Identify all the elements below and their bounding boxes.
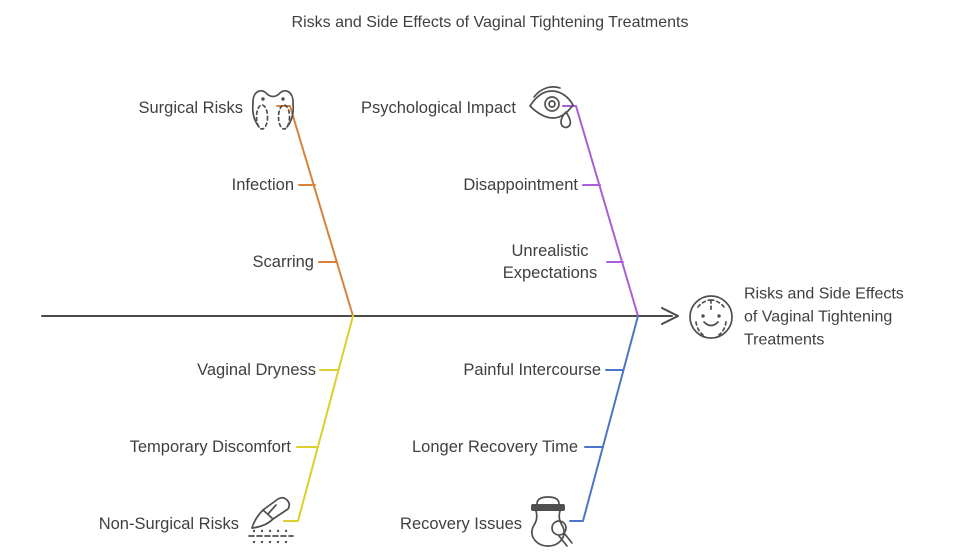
branch-line-non-surgical-risks bbox=[283, 315, 354, 522]
branch-label-recovery-issues: Recovery Issues bbox=[400, 515, 522, 533]
cause-label-scarring: Scarring bbox=[252, 253, 314, 271]
branch-line-recovery-issues bbox=[569, 315, 639, 522]
spine-arrowhead-icon bbox=[661, 307, 679, 325]
cause-label-painful-intercourse: Painful Intercourse bbox=[463, 361, 601, 379]
diagram-title: Risks and Side Effects of Vaginal Tighte… bbox=[291, 14, 689, 31]
head-label: Risks and Side Effects of Vaginal Tighte… bbox=[744, 285, 904, 349]
branch-label-psychological-impact: Psychological Impact bbox=[361, 99, 516, 117]
cause-label-longer-recovery-time: Longer Recovery Time bbox=[412, 438, 578, 456]
cause-label-disappointment: Disappointment bbox=[463, 176, 578, 194]
crying-eye-icon bbox=[529, 86, 574, 129]
branch-label-non-surgical-risks: Non-Surgical Risks bbox=[98, 515, 239, 533]
cause-label-infection: Infection bbox=[231, 176, 294, 194]
cause-label-unrealistic-expectations: Unrealistic Expectations bbox=[502, 242, 598, 282]
branch-label-surgical-risks: Surgical Risks bbox=[138, 99, 243, 117]
female-torso-icon bbox=[251, 90, 295, 130]
branch-line-surgical-risks bbox=[276, 105, 354, 317]
scalpel-incision-icon bbox=[248, 496, 294, 544]
cause-label-temporary-discomfort: Temporary Discomfort bbox=[129, 438, 291, 456]
cause-label-vaginal-dryness: Vaginal Dryness bbox=[197, 361, 316, 379]
face-with-surgery-marks-icon bbox=[689, 295, 733, 339]
branch-line-psychological-impact bbox=[562, 105, 639, 317]
jar-inspection-icon bbox=[531, 496, 573, 547]
